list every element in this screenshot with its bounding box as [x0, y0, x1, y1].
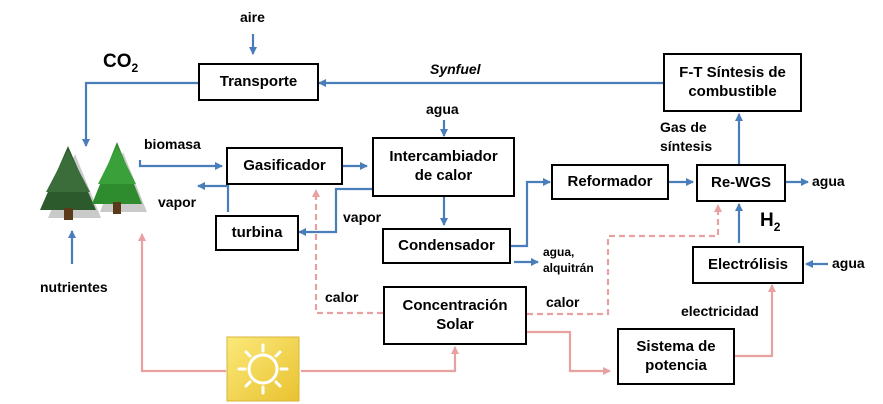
- electrolisis-box: Electrólisis: [692, 246, 804, 284]
- ft-sintesis-box: F-T Síntesis de combustible: [663, 53, 802, 112]
- agua-cond-line2: alquitrán: [543, 260, 594, 275]
- reformador-label: Reformador: [567, 172, 653, 190]
- reformador-box: Reformador: [551, 164, 669, 200]
- agua-alquitran-label: agua, alquitrán: [543, 245, 594, 276]
- arrow-turbina-gasificador: [197, 182, 230, 212]
- condensador-label: Condensador: [398, 236, 495, 254]
- turbina-label: turbina: [231, 223, 283, 241]
- intercambiador-line1: Intercambiador: [389, 148, 498, 166]
- arrow-condensador-reformador: [510, 178, 551, 248]
- vapor-right-label: vapor: [343, 209, 382, 225]
- co2-label: CO2: [103, 51, 138, 75]
- h2-subscript: 2: [773, 219, 781, 234]
- turbina-box: turbina: [215, 215, 299, 251]
- gasificador-label: Gasificador: [243, 156, 326, 174]
- calor-right-label: calor: [546, 294, 580, 310]
- arrow-biomasa-gasificador: [138, 160, 223, 170]
- condensador-box: Condensador: [382, 228, 511, 264]
- h2-label: H2: [760, 210, 780, 234]
- pink-flows: [138, 189, 776, 375]
- sun-icon: [226, 336, 300, 402]
- arrow-sun-concentracion: [301, 346, 459, 373]
- rewgs-box: Re-WGS: [696, 164, 786, 202]
- co2-subscript: 2: [131, 60, 139, 75]
- agua-rewgs-label: agua: [812, 173, 845, 189]
- ft-line1: F-T Síntesis de: [679, 63, 786, 81]
- electricidad-label: electricidad: [681, 303, 759, 319]
- gas-sintesis-label: Gas de síntesis: [660, 118, 712, 156]
- aire-label: aire: [240, 9, 265, 25]
- intercambiador-box: Intercambiador de calor: [372, 137, 515, 197]
- gas-sintesis-line2: síntesis: [660, 137, 713, 154]
- transporte-box: Transporte: [198, 63, 319, 101]
- electrolisis-label: Electrólisis: [707, 255, 789, 273]
- arrow-calor-gasificador: [312, 189, 383, 315]
- blue-flows: [68, 34, 828, 268]
- rewgs-label: Re-WGS: [711, 173, 771, 191]
- intercambiador-line2: de calor: [414, 167, 473, 184]
- biomasa-label: biomasa: [144, 136, 201, 152]
- concentracion-solar-box: Concentración Solar: [383, 286, 527, 345]
- ft-line2: combustible: [688, 82, 777, 100]
- co2-main: CO: [103, 51, 132, 72]
- gasificador-box: Gasificador: [226, 147, 343, 185]
- nutrientes-label: nutrientes: [40, 279, 108, 295]
- concentracion-line2: Solar: [436, 315, 474, 333]
- agua-cond-line1: agua,: [543, 245, 575, 259]
- vapor-left-label: vapor: [158, 194, 197, 210]
- potencia-line2: potencia: [645, 356, 707, 374]
- concentracion-line1: Concentración: [402, 296, 508, 314]
- synfuel-label: Synfuel: [430, 61, 481, 77]
- arrow-intercambiador-turbina: [298, 187, 372, 236]
- sistema-potencia-box: Sistema de potencia: [617, 328, 735, 385]
- h2-main: H: [760, 210, 774, 231]
- agua-top-label: agua: [426, 101, 459, 117]
- agua-electrolisis-label: agua: [832, 255, 865, 271]
- arrow-transporte-trees: [82, 81, 198, 147]
- transporte-label: Transporte: [219, 72, 298, 90]
- arrow-potencia-electrolisis: [735, 284, 776, 358]
- arrow-concentracion-potencia: [527, 330, 611, 375]
- arrow-calor-rewgs: [527, 204, 722, 316]
- potencia-line1: Sistema de: [636, 337, 716, 355]
- calor-left-label: calor: [325, 289, 359, 305]
- pine-trees-icon: [40, 142, 147, 220]
- arrow-sun-trees: [138, 233, 226, 373]
- gas-sintesis-line1: Gas de: [660, 119, 707, 135]
